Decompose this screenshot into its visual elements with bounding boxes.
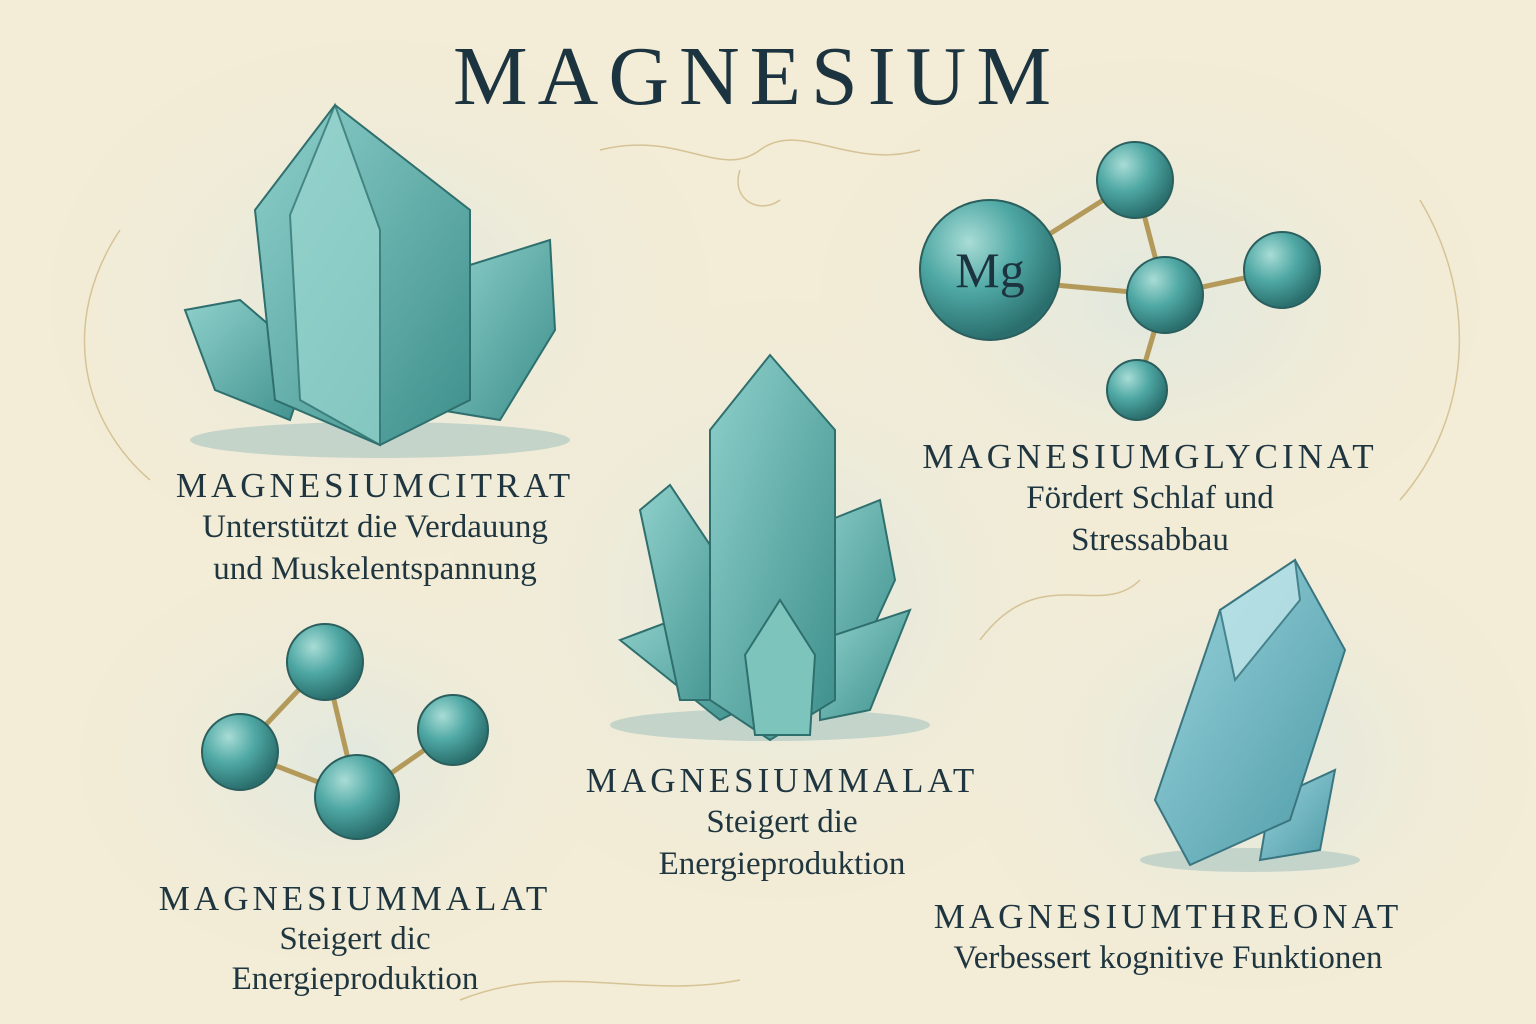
item-desc-line: Verbessert kognitive Funktionen [953, 940, 1383, 976]
item-desc-line: und Muskelentspannung [213, 551, 537, 587]
item-heading: MAGNESIUMTHREONAT [933, 897, 1403, 936]
item-threonat: MAGNESIUMTHREONAT Verbessert kognitive F… [934, 897, 1403, 979]
mg-molecule-icon: Mg [919, 141, 1321, 421]
item-malat-center: MAGNESIUMMALAT Steigert die Energieprodu… [586, 761, 978, 885]
item-heading: MAGNESIUMMALAT [585, 761, 979, 800]
item-desc-line: Stressabbau [1071, 522, 1229, 558]
item-desc-line: Steigert dic [279, 921, 431, 957]
crystal-cluster-icon [183, 102, 570, 458]
mg-symbol: Mg [955, 242, 1024, 298]
item-citrat: MAGNESIUMCITRAT Unterstützt die Verdauun… [176, 466, 574, 590]
item-malat-left: MAGNESIUMMALAT Steigert dic Energieprodu… [159, 879, 551, 999]
item-glycinat: MAGNESIUMGLYCINAT Fördert Schlaf und Str… [922, 437, 1377, 561]
item-desc-line: Steigert die [706, 804, 858, 840]
page-title: MAGNESIUM [452, 30, 1062, 123]
item-heading: MAGNESIUMCITRAT [175, 466, 575, 505]
item-desc-line: Energieproduktion [231, 961, 479, 997]
item-heading: MAGNESIUMMALAT [158, 879, 552, 918]
decorative-swirls [83, 139, 1461, 1001]
crystal-icon [1140, 558, 1360, 872]
crystal-cluster-icon [610, 353, 930, 742]
item-desc-line: Unterstützt die Verdauung [202, 509, 548, 545]
molecule-icon [201, 623, 489, 840]
item-desc-line: Fördert Schlaf und [1026, 480, 1274, 516]
item-desc-line: Energieproduktion [658, 846, 906, 882]
item-heading: MAGNESIUMGLYCINAT [922, 437, 1378, 476]
